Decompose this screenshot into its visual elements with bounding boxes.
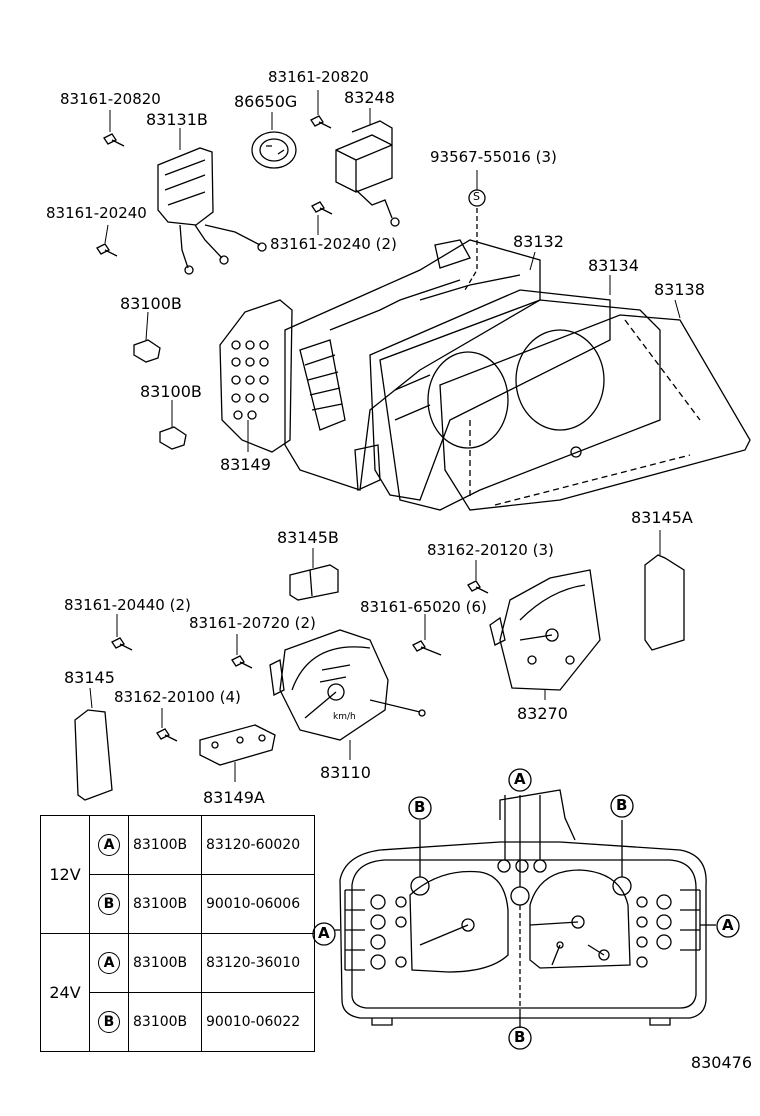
part1-cell: 83100B — [128, 874, 202, 934]
buzzer-86650G — [252, 132, 296, 168]
screw-83161-20240-left — [97, 244, 117, 256]
label-93567-55016: 93567-55016 (3) — [430, 148, 557, 166]
callout-A-left-letter: A — [318, 924, 330, 942]
label-83161-20240-b: 83161-20240 (2) — [270, 235, 397, 253]
panel-83134 — [380, 300, 660, 510]
callout-A-top — [509, 769, 531, 791]
table-row: 12V A 83100B 83120-60020 — [40, 815, 315, 934]
cover-83145 — [75, 710, 112, 800]
callout-B-bottom-letter: B — [514, 1028, 526, 1046]
relay-83248 — [336, 121, 399, 226]
screw-83161-20820-right — [311, 116, 331, 128]
part2-cell: 83120-36010 — [201, 933, 315, 993]
screws-middle — [112, 581, 488, 741]
label-83161-20440: 83161-20440 (2) — [64, 596, 191, 614]
voltage-cell: 24V — [40, 933, 90, 1052]
label-83100B-a: 83100B — [120, 294, 182, 313]
screw-83161-20240-right — [312, 202, 332, 214]
label-83145: 83145 — [64, 668, 115, 687]
cover-83145A — [645, 555, 684, 650]
callout-A-right-letter: A — [722, 916, 734, 934]
voltage-spec-table: 12V A 83100B 83120-60020 B 83100B 90010-… — [40, 815, 315, 1052]
mark-cell: A — [89, 933, 129, 993]
part2-cell: 90010-06006 — [201, 874, 315, 934]
label-83248: 83248 — [344, 88, 395, 107]
label-83145A: 83145A — [631, 508, 693, 527]
housing-83149 — [220, 240, 540, 490]
part1-cell: 83100B — [128, 933, 202, 993]
label-83161-20240-a: 83161-20240 — [46, 204, 147, 222]
callout-B-left-letter: B — [414, 798, 426, 816]
callout-B-bottom — [509, 1027, 531, 1049]
callout-A-top-letter: A — [514, 770, 526, 788]
callout-B-left — [409, 797, 431, 819]
screw-mark-s: S — [473, 190, 480, 203]
gauge-83270 — [490, 570, 600, 690]
label-83161-20720: 83161-20720 (2) — [189, 614, 316, 632]
label-83161-20820-a: 83161-20820 — [60, 90, 161, 108]
clip-83100B-bottom — [160, 427, 186, 449]
clip-83100B-top — [134, 340, 160, 362]
filter-83145B — [290, 565, 338, 600]
label-83138: 83138 — [654, 280, 705, 299]
label-83162-20100: 83162-20100 (4) — [114, 688, 241, 706]
glass-83138 — [440, 315, 750, 510]
label-83149A: 83149A — [203, 788, 265, 807]
part2-cell: 83120-60020 — [201, 815, 315, 875]
voltage-cell: 12V — [40, 815, 90, 934]
label-83161-65020: 83161-65020 (6) — [360, 598, 487, 616]
screw-93567-marker — [465, 190, 485, 290]
speedometer-unit: km/h — [333, 712, 356, 722]
label-83145B: 83145B — [277, 528, 339, 547]
board-83149A — [200, 725, 275, 765]
part2-cell: 90010-06022 — [201, 992, 315, 1052]
table-row: B 83100B 90010-06022 — [41, 992, 315, 1052]
callout-B-right — [611, 795, 633, 817]
part1-cell: 83100B — [128, 815, 202, 875]
callout-A-right — [717, 915, 739, 937]
label-83149: 83149 — [220, 455, 271, 474]
label-83162-20120: 83162-20120 (3) — [427, 541, 554, 559]
bracket-83131B — [158, 148, 266, 274]
label-83132: 83132 — [513, 232, 564, 251]
label-83131B: 83131B — [146, 110, 208, 129]
board-83132 — [370, 290, 610, 500]
label-83110: 83110 — [320, 763, 371, 782]
table-row: 24V A 83100B 83120-36010 — [40, 933, 315, 1052]
leader-lines — [90, 90, 680, 782]
label-83100B-b: 83100B — [140, 382, 202, 401]
mark-cell: B — [89, 992, 129, 1052]
label-83161-20820-b: 83161-20820 — [268, 68, 369, 86]
speedometer-83110 — [270, 630, 425, 740]
label-83270: 83270 — [517, 704, 568, 723]
mark-cell: A — [89, 815, 129, 875]
screw-83161-20820-left — [104, 134, 124, 146]
diagram-code: 830476 — [690, 1053, 752, 1072]
label-83134: 83134 — [588, 256, 639, 275]
label-86650G: 86650G — [234, 92, 298, 111]
callout-B-right-letter: B — [616, 796, 628, 814]
cluster-front-view — [335, 790, 716, 1028]
mark-cell: B — [89, 874, 129, 934]
part1-cell: 83100B — [128, 992, 202, 1052]
